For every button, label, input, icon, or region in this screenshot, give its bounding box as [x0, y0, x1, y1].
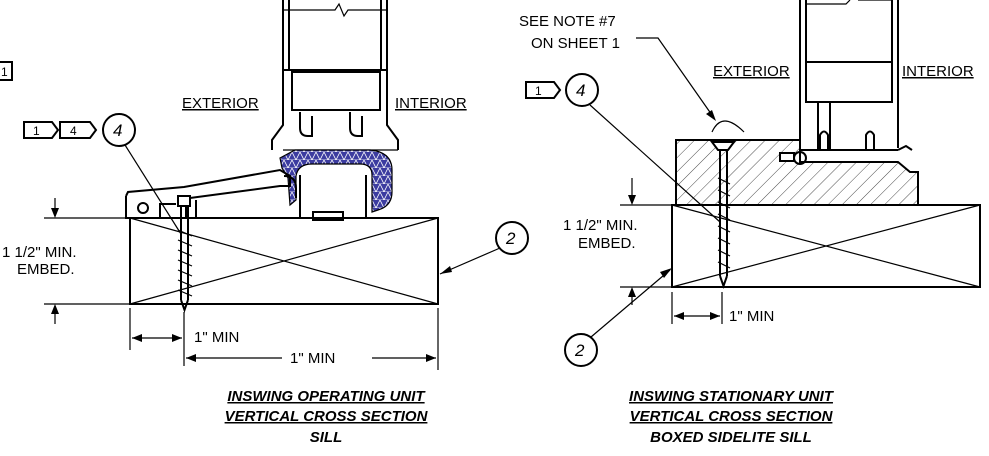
right-tag-1-shape — [525, 81, 562, 99]
left-edge-tag-text: 1 — [1, 65, 8, 79]
right-wood-blocking — [671, 204, 981, 288]
right-detail: SEE NOTE #7 ON SHEET 1 EXTERIOR INTERIOR — [519, 0, 981, 446]
left-callout-2: 2 — [505, 229, 516, 248]
left-callout-2-circle — [495, 221, 529, 255]
left-title-line2: VERTICAL CROSS SECTION — [225, 408, 429, 425]
right-note-line1: SEE NOTE #7 — [519, 13, 616, 30]
right-callout-2: 2 — [574, 341, 585, 360]
left-embed-line1: 1 1/2" MIN. — [2, 244, 77, 261]
right-embed-dimension — [620, 178, 720, 305]
left-sill-gasket — [279, 149, 393, 213]
right-callout-2-circle — [564, 333, 598, 367]
right-title-line2: VERTICAL CROSS SECTION — [630, 408, 834, 425]
right-anchor-screw — [710, 120, 745, 290]
right-exterior-label: EXTERIOR — [713, 63, 790, 80]
right-callout-4-circle — [565, 73, 599, 107]
left-edge-tag — [0, 61, 13, 81]
left-exterior-label: EXTERIOR — [182, 95, 259, 112]
right-horizontal-dimension — [671, 292, 723, 324]
left-anchor-screw — [177, 195, 193, 314]
right-embed-line1: 1 1/2" MIN. — [563, 217, 638, 234]
right-callout-4: 4 — [576, 81, 585, 100]
left-dim-outer: 1" MIN — [290, 350, 335, 367]
left-title-line3: SILL — [310, 429, 343, 446]
left-callout-4-circle — [102, 113, 136, 147]
left-detail: 1 — [0, 0, 529, 446]
right-note-line2: ON SHEET 1 — [531, 35, 620, 52]
left-dim-inner: 1" MIN — [194, 329, 239, 346]
right-jamb-frame — [793, 0, 913, 165]
left-threshold — [125, 168, 367, 221]
left-callout-4: 4 — [113, 121, 122, 140]
left-embed-dimension — [44, 198, 185, 324]
left-jamb-frame — [271, 0, 399, 151]
right-title-line1: INSWING STATIONARY UNIT — [629, 388, 835, 405]
right-interior-label: INTERIOR — [902, 63, 974, 80]
right-dim: 1" MIN — [729, 308, 774, 325]
left-reference-tags: 1 4 — [23, 121, 98, 139]
left-title-line1: INSWING OPERATING UNIT — [227, 388, 426, 405]
left-horizontal-dimensions — [129, 308, 439, 370]
right-tag-1: 1 — [535, 84, 542, 98]
left-wood-blocking — [129, 217, 439, 305]
left-interior-label: INTERIOR — [395, 95, 467, 112]
left-tag-4: 4 — [70, 124, 77, 138]
right-title-line3: BOXED SIDELITE SILL — [650, 429, 812, 446]
left-embed-line2: EMBED. — [17, 261, 75, 278]
left-tag-1: 1 — [33, 124, 40, 138]
right-embed-line2: EMBED. — [578, 235, 636, 252]
